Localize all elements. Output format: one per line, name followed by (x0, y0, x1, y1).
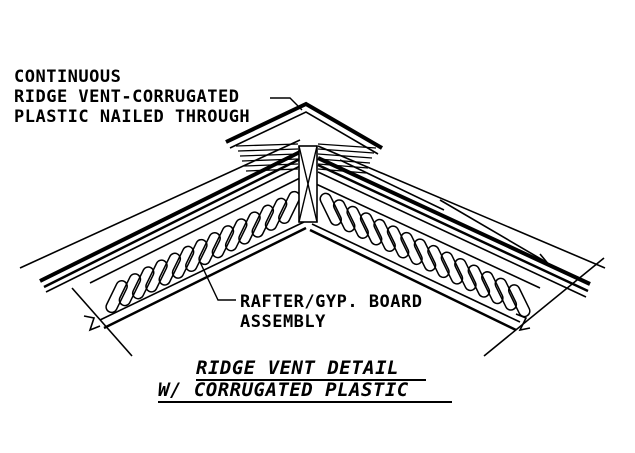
ridge-cap-inner (229, 111, 379, 155)
insulation-loop (198, 232, 221, 266)
detail-title-line2: W/ CORRUGATED PLASTIC (158, 379, 409, 401)
insulation-loop (413, 238, 437, 272)
left-sheathing-line (43, 157, 301, 289)
ridge-vent-callout-line1: CONTINUOUS (14, 67, 121, 87)
insulation-loop (481, 271, 504, 305)
insulation-loop (105, 280, 128, 314)
insulation-loop (131, 266, 155, 300)
rafter-callout-line2: ASSEMBLY (240, 312, 326, 332)
left-insulation (105, 190, 301, 314)
left-rafter-top (89, 177, 301, 284)
left-roof-assembly (19, 139, 307, 357)
insulation-loop (319, 192, 342, 226)
ridge-vent-callout-line3: PLASTIC NAILED THROUGH (14, 107, 250, 127)
right-deck-line (317, 171, 587, 298)
insulation-loop (264, 197, 288, 231)
insulation-loop (427, 244, 450, 279)
insulation-loop (224, 218, 248, 252)
right-shingle-band (317, 156, 591, 286)
insulation-loop (440, 251, 464, 285)
ridge-vent-cap (225, 101, 384, 174)
left-shingle-band (39, 150, 301, 283)
right-gyp-board (309, 228, 517, 332)
insulation-loop (185, 238, 208, 272)
insulation-loop (278, 190, 301, 224)
insulation-loop (145, 259, 168, 293)
right-eave-line (483, 257, 605, 357)
insulation-loop (118, 273, 142, 307)
vent-line-right (317, 148, 375, 154)
insulation-loop (359, 212, 383, 246)
right-insulation (319, 192, 531, 318)
insulation-loop (494, 277, 518, 311)
insulation-loop (454, 258, 477, 292)
insulation-loop (158, 252, 182, 286)
detail-title-line1: RIDGE VENT DETAIL (196, 357, 399, 379)
vent-line-right (317, 153, 373, 159)
insulation-loop (238, 211, 261, 245)
insulation-loop (373, 218, 396, 252)
insulation-loop (332, 199, 356, 233)
left-break-symbol (83, 315, 101, 332)
left-rafter-bottom (99, 221, 305, 321)
insulation-loop (346, 205, 369, 239)
insulation-loop (386, 225, 410, 259)
vent-corrugation-lines (235, 143, 377, 174)
right-rafter-top (315, 183, 541, 289)
vent-line-right (317, 158, 371, 164)
insulation-loop (508, 284, 531, 318)
ridge-board (298, 145, 318, 223)
vent-line-right (317, 168, 367, 174)
vent-line-left (245, 168, 299, 172)
left-roofing-line (19, 139, 301, 269)
left-eave-line (71, 287, 133, 357)
right-sheathing-line (317, 163, 589, 293)
vent-line-left (241, 158, 299, 162)
ridge-cap-top (225, 101, 384, 150)
vent-line-left (239, 153, 299, 157)
rafter-callout-line1: RAFTER/GYP. BOARD (240, 292, 423, 312)
insulation-loop (211, 225, 235, 259)
vent-line-right (317, 163, 369, 169)
left-gyp-board (103, 226, 307, 330)
ridge-vent-leader (270, 97, 303, 111)
vent-line-left (243, 163, 299, 167)
insulation-loop (251, 204, 275, 238)
left-deck-line (45, 165, 301, 293)
right-plastic-flap-2 (439, 199, 547, 263)
right-roofing-line (317, 145, 606, 269)
right-roof-assembly (309, 145, 606, 357)
vent-line-left (235, 143, 299, 147)
insulation-loop (400, 231, 423, 266)
ridge-board-cross-2 (298, 145, 318, 223)
right-plastic-flap-1 (339, 159, 445, 211)
insulation-loop (171, 245, 195, 279)
vent-line-right (317, 143, 377, 149)
right-rafter-bottom (311, 223, 521, 323)
ridge-vent-callout-line2: RIDGE VENT-CORRUGATED (14, 87, 239, 107)
rafter-leader (199, 261, 236, 301)
insulation-loop (467, 264, 491, 298)
vent-line-left (237, 148, 299, 152)
right-plastic-flap-end (539, 253, 551, 267)
